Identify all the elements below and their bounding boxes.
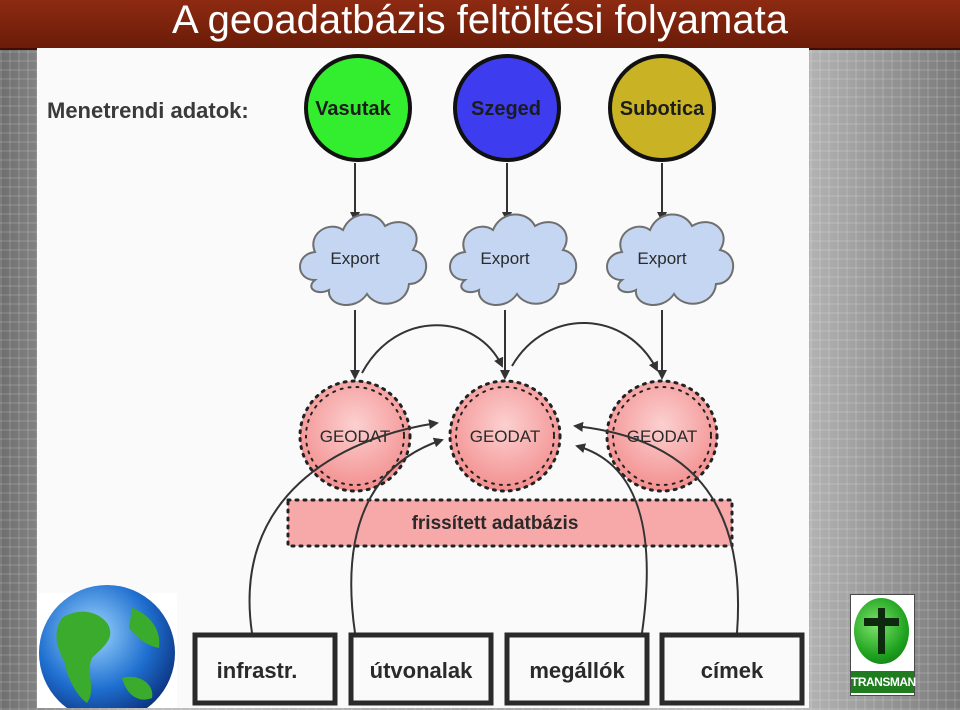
geodat-circle [298,379,412,493]
logo-emblem [854,598,909,664]
curved-arrow [573,421,739,634]
box-shape [659,632,805,706]
box-infrastr: infrastr. [192,632,338,706]
box-shape [192,632,338,706]
export-label: Export [637,249,686,268]
curved-arrow [350,437,444,634]
geodat-ring [455,386,555,486]
source-circle [304,54,412,162]
geodat-node-2: GEODAT [448,379,562,493]
geodat-circle [448,379,562,493]
curved-arrow [248,419,439,634]
flow-diagram: Menetrendi adatok: Vasutak Szeged Suboti… [37,54,805,708]
geodat-node-1: GEODAT [298,379,412,493]
export-label: Export [330,249,379,268]
cross-icon [864,608,899,654]
globe-icon [37,585,177,708]
box-shape [348,632,494,706]
updated-db-bar: frissített adatbázis [286,498,734,548]
box-label: infrastr. [217,658,298,683]
cloud-shape [449,213,578,307]
curved-arrow [511,322,658,372]
db-bar-label: frissített adatbázis [412,513,579,534]
geodat-ring [305,386,405,486]
source-subotica: Subotica [608,54,716,162]
box-label: megállók [529,658,625,683]
transman-logo: TRANSMAN [850,594,916,696]
box-utvonalak: útvonalak [348,632,494,706]
curved-arrow [361,324,504,374]
geodat-ring [612,386,712,486]
box-megallok: megállók [504,632,650,706]
box-shape [504,632,650,706]
logo-text: TRANSMAN [851,671,916,693]
page-title: A geoadatbázis feltöltési folyamata [172,0,788,42]
box-label: útvonalak [370,658,473,683]
source-circle [608,54,716,162]
diagram-panel: Menetrendi adatok: Vasutak Szeged Suboti… [37,48,809,708]
geodat-node-3: GEODAT [605,379,719,493]
source-label: Szeged [471,98,541,120]
curved-arrow [575,443,648,634]
export-cloud-1: Export [299,213,428,307]
source-vasutak: Vasutak [304,54,412,162]
box-label: címek [701,658,764,683]
source-label: Subotica [620,98,705,120]
geodat-label: GEODAT [320,427,391,446]
source-szeged: Szeged [453,54,561,162]
db-bar-shape [286,498,734,548]
export-label: Export [480,249,529,268]
export-cloud-3: Export [606,213,735,307]
box-cimek: címek [659,632,805,706]
source-label: Vasutak [315,98,391,120]
export-cloud-2: Export [449,213,578,307]
cloud-shape [606,213,735,307]
cloud-shape [299,213,428,307]
menetrendi-label: Menetrendi adatok: [47,98,249,123]
title-bar: A geoadatbázis feltöltési folyamata [0,0,960,50]
geodat-label: GEODAT [470,427,541,446]
geodat-circle [605,379,719,493]
geodat-label: GEODAT [627,427,698,446]
source-circle [453,54,561,162]
